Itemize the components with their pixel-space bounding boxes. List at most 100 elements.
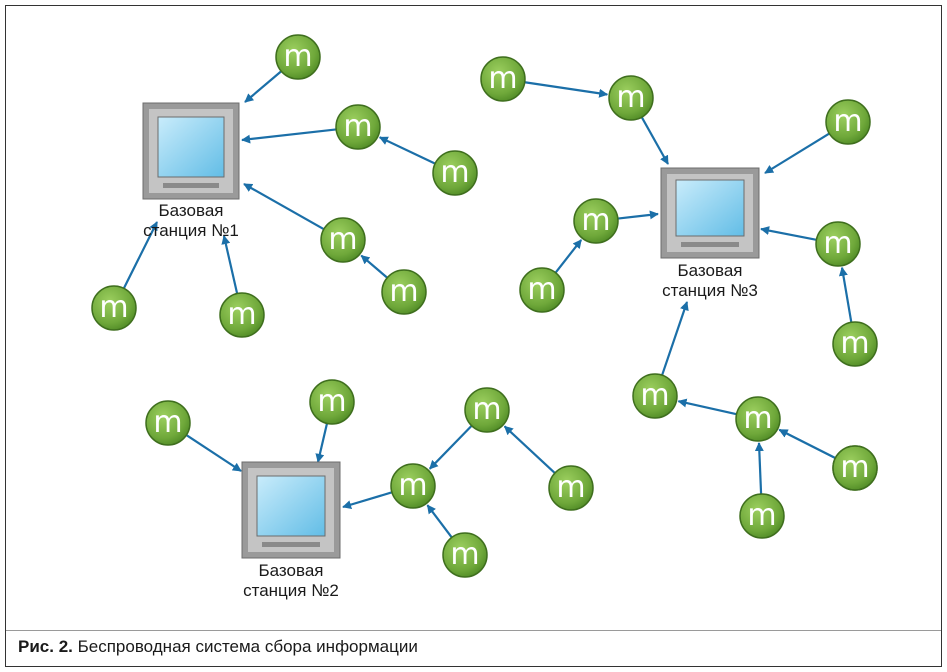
sensor-node-circle: [464, 387, 510, 433]
station-label-line2: станция №3: [662, 281, 758, 300]
mote-node-icon: m: [309, 379, 355, 425]
data-link-arrow: [640, 116, 669, 165]
data-link-arrow: [661, 301, 689, 376]
sensor-node-glyph: m: [488, 61, 517, 96]
data-link-arrow: [554, 239, 583, 274]
data-link-arrow: [778, 428, 836, 460]
sensor-node-glyph: m: [747, 498, 776, 533]
sensor-node-glyph: m: [833, 104, 862, 139]
data-link-arrow: [241, 128, 337, 144]
mote-node-icon: m: [832, 321, 878, 367]
data-link-arrow: [677, 398, 737, 416]
sensor-node-glyph: m: [556, 470, 585, 505]
mote-node-icon: m: [815, 221, 861, 267]
sensor-node-circle: [739, 493, 785, 539]
sensor-node-glyph: m: [99, 290, 128, 325]
mote-node-icon: m: [275, 34, 321, 80]
station-label-line2: станция №1: [143, 221, 239, 240]
sensor-node-circle: [390, 463, 436, 509]
mote-node-icon: m: [825, 99, 871, 145]
base-station-2: Базовая станция №2: [241, 461, 341, 600]
sensor-node-circle: [309, 379, 355, 425]
sensor-node-circle: [608, 75, 654, 121]
sensor-node-circle: [219, 292, 265, 338]
sensor-node-circle: [381, 269, 427, 315]
sensor-node-glyph: m: [227, 297, 256, 332]
mote-node-icon: m: [320, 217, 366, 263]
data-link-arrow: [503, 425, 556, 474]
data-link-arrow: [426, 504, 453, 539]
computer-monitor-icon: [241, 461, 341, 559]
sensor-node-circle: [832, 445, 878, 491]
data-link-arrow: [754, 442, 764, 495]
sensor-node-glyph: m: [527, 272, 556, 307]
data-link-arrow: [243, 183, 325, 231]
sensor-node-circle: [145, 400, 191, 446]
sensor-node-circle: [320, 217, 366, 263]
station-label-line1: Базовая: [159, 201, 224, 220]
sensor-node-glyph: m: [153, 405, 182, 440]
sensor-node-glyph: m: [640, 378, 669, 413]
mote-node-icon: m: [739, 493, 785, 539]
station-label-line1: Базовая: [259, 561, 324, 580]
sensor-node-glyph: m: [840, 450, 869, 485]
sensor-node-circle: [432, 150, 478, 196]
mote-node-icon: m: [390, 463, 436, 509]
mote-node-icon: m: [548, 465, 594, 511]
mote-node-icon: m: [735, 396, 781, 442]
data-link-arrow: [838, 266, 853, 323]
sensor-node-circle: [632, 373, 678, 419]
base-station-1: Базовая станция №1: [142, 102, 240, 240]
links-layer: [122, 70, 853, 539]
mote-node-icon: m: [632, 373, 678, 419]
sensor-node-glyph: m: [328, 222, 357, 257]
sensor-node-circle: [832, 321, 878, 367]
mote-node-icon: m: [464, 387, 510, 433]
sensor-node-circle: [548, 465, 594, 511]
mote-node-icon: m: [381, 269, 427, 315]
figure-caption-text: Беспроводная система сбора информации: [77, 637, 418, 656]
sensor-node-glyph: m: [743, 401, 772, 436]
data-link-arrow: [428, 424, 473, 470]
sensor-node-glyph: m: [440, 155, 469, 190]
mote-node-icon: m: [519, 267, 565, 313]
data-link-arrow: [760, 226, 817, 241]
data-link-arrow: [221, 235, 239, 294]
station-label-line1: Базовая: [678, 261, 743, 280]
sensor-node-circle: [480, 56, 526, 102]
data-link-arrow: [342, 491, 393, 509]
mote-node-icon: m: [608, 75, 654, 121]
sensor-node-circle: [335, 104, 381, 150]
data-link-arrow: [524, 81, 609, 98]
sensor-node-circle: [91, 285, 137, 331]
sensor-node-glyph: m: [389, 274, 418, 309]
computer-monitor-icon: [660, 167, 760, 259]
data-link-arrow: [244, 70, 282, 103]
data-link-arrow: [360, 254, 388, 279]
sensor-node-circle: [519, 267, 565, 313]
mote-node-icon: m: [442, 532, 488, 578]
caption-divider: [6, 630, 941, 631]
sensor-node-glyph: m: [823, 226, 852, 261]
sensor-node-circle: [815, 221, 861, 267]
mote-node-icon: m: [145, 400, 191, 446]
station-label-line2: станция №2: [243, 581, 339, 600]
sensor-node-circle: [735, 396, 781, 442]
computer-monitor-icon: [142, 102, 240, 200]
mote-node-icon: m: [432, 150, 478, 196]
data-link-arrow: [122, 221, 158, 289]
sensor-node-glyph: m: [450, 537, 479, 572]
sensor-node-glyph: m: [343, 109, 372, 144]
data-link-arrow: [764, 132, 830, 174]
stations-layer: Базовая станция №1 Базовая станция №2 Ба…: [142, 102, 760, 600]
mote-node-icon: m: [480, 56, 526, 102]
sensor-node-circle: [442, 532, 488, 578]
mote-node-icon: m: [335, 104, 381, 150]
data-link-arrow: [378, 136, 436, 165]
sensor-node-glyph: m: [581, 203, 610, 238]
data-link-arrow: [315, 423, 329, 463]
mote-node-icon: m: [91, 285, 137, 331]
sensor-node-circle: [825, 99, 871, 145]
sensor-node-circle: [275, 34, 321, 80]
